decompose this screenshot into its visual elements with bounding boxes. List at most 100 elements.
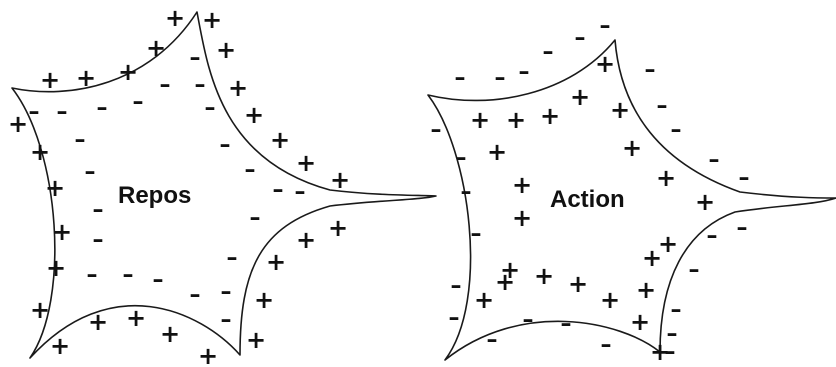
plus-sign: + [146, 34, 166, 62]
minus-sign: – [85, 160, 96, 185]
plus-sign: + [495, 268, 515, 296]
plus-sign: + [695, 188, 715, 216]
minus-sign: – [97, 96, 108, 121]
minus-sign: – [221, 308, 232, 333]
plus-sign: + [540, 102, 560, 130]
cell-action: Action +++++++++++++++++++++++ –––––––––… [428, 14, 836, 367]
plus-sign: + [160, 320, 180, 348]
minus-sign: – [87, 263, 98, 288]
minus-sign: – [75, 128, 86, 153]
minus-sign: – [93, 228, 104, 253]
plus-sign: + [636, 276, 656, 304]
plus-sign: + [30, 296, 50, 324]
minus-sign: – [245, 158, 256, 183]
minus-sign: – [561, 312, 572, 337]
plus-sign: + [296, 226, 316, 254]
plus-sign: + [244, 101, 264, 129]
plus-sign: + [330, 166, 350, 194]
minus-sign: – [671, 298, 682, 323]
minus-sign: – [431, 118, 442, 143]
minus-sign: – [123, 263, 134, 288]
minus-sign: – [601, 333, 612, 358]
minus-sign: – [671, 118, 682, 143]
minus-sign: – [273, 178, 284, 203]
minus-sign: – [227, 246, 238, 271]
plus-sign: + [45, 174, 65, 202]
minus-sign: – [523, 308, 534, 333]
plus-sign: + [52, 218, 72, 246]
minus-sign: – [657, 94, 668, 119]
cell-repos-label: Repos [118, 182, 191, 209]
plus-sign: + [512, 204, 532, 232]
plus-sign: + [228, 74, 248, 102]
minus-sign: – [600, 14, 611, 39]
plus-sign: + [296, 149, 316, 177]
minus-sign: – [707, 224, 718, 249]
minus-sign: – [57, 100, 68, 125]
plus-sign: + [254, 286, 274, 314]
minus-sign: – [221, 280, 232, 305]
plus-sign: + [165, 4, 185, 32]
plus-sign: + [622, 134, 642, 162]
minus-sign: – [295, 180, 306, 205]
minus-sign: – [451, 274, 462, 299]
plus-sign: + [88, 308, 108, 336]
plus-sign: + [568, 270, 588, 298]
plus-sign: + [570, 83, 590, 111]
plus-sign: + [40, 66, 60, 94]
minus-sign: – [456, 146, 467, 171]
minus-sign: – [190, 46, 201, 71]
plus-sign: + [198, 342, 218, 367]
plus-sign: + [470, 106, 490, 134]
minus-sign: – [220, 133, 231, 158]
plus-sign: + [126, 304, 146, 332]
plus-sign: + [30, 138, 50, 166]
minus-sign: – [737, 216, 748, 241]
plus-sign: + [600, 286, 620, 314]
plus-sign: + [76, 64, 96, 92]
plus-sign: + [487, 138, 507, 166]
minus-sign: – [645, 58, 656, 83]
minus-sign: – [461, 180, 472, 205]
minus-sign: – [471, 222, 482, 247]
plus-sign: + [512, 171, 532, 199]
plus-sign: + [118, 58, 138, 86]
plus-sign: + [270, 126, 290, 154]
plus-sign: + [610, 96, 630, 124]
minus-sign: – [250, 206, 261, 231]
minus-sign: – [739, 166, 750, 191]
plus-sign: + [642, 244, 662, 272]
minus-sign: – [153, 268, 164, 293]
minus-sign: – [160, 73, 171, 98]
minus-sign: – [575, 26, 586, 51]
plus-sign: + [202, 6, 222, 34]
plus-sign: + [506, 106, 526, 134]
plus-sign: + [8, 110, 28, 138]
minus-sign: – [689, 258, 700, 283]
minus-sign: – [449, 306, 460, 331]
minus-sign: – [29, 100, 40, 125]
cell-action-label: Action [550, 186, 625, 213]
plus-sign: + [595, 50, 615, 78]
plus-sign: + [216, 36, 236, 64]
plus-sign: + [50, 332, 70, 360]
plus-sign: + [474, 286, 494, 314]
minus-sign: – [495, 66, 506, 91]
plus-sign: + [266, 248, 286, 276]
minus-sign: – [487, 328, 498, 353]
plus-sign: + [534, 262, 554, 290]
plus-sign: + [656, 164, 676, 192]
cell-repos: Repos ++++++++++++++++++++++++++++ –––––… [8, 4, 436, 367]
plus-sign: + [46, 254, 66, 282]
minus-sign: – [93, 198, 104, 223]
minus-sign: – [205, 96, 216, 121]
minus-sign: – [665, 340, 676, 365]
minus-sign: – [133, 90, 144, 115]
plus-sign: + [630, 308, 650, 336]
minus-sign: – [190, 283, 201, 308]
minus-sign: – [195, 73, 206, 98]
minus-sign: – [519, 60, 530, 85]
plus-sign: + [246, 326, 266, 354]
